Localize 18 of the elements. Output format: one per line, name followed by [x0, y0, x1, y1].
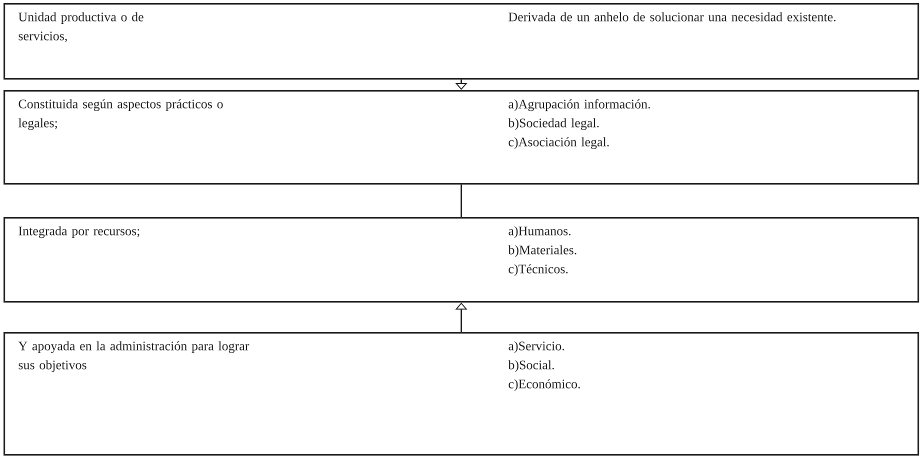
- node-text: Derivada de un anhelo de solucionar una necesidad existente.: [508, 12, 836, 22]
- node-text: Constituida según aspectos prácticos o legales;: [18, 99, 223, 130]
- process-box: [4, 216, 920, 303]
- process-box: [4, 3, 920, 80]
- node-text: Y apoyada en la administración para lograr sus objetivos: [18, 341, 250, 372]
- list-item: b)Materiales.: [508, 245, 576, 257]
- process-box: [4, 332, 920, 456]
- list-item: c)Técnicos.: [508, 264, 568, 276]
- list-item: c)Económico.: [508, 379, 580, 391]
- list-item: a)Humanos.: [508, 226, 571, 238]
- list-item: c)Asociación legal.: [508, 137, 609, 150]
- list-item: a)Agrupación información.: [508, 99, 650, 112]
- node-text: Unidad productiva o de servicios,: [18, 12, 144, 42]
- node-text: Integrada por recursos;: [18, 226, 140, 238]
- list-item: b)Social.: [508, 360, 554, 372]
- list-item: b)Sociedad legal.: [508, 118, 599, 130]
- list-item: a)Servicio.: [508, 341, 564, 353]
- process-box: [4, 90, 920, 185]
